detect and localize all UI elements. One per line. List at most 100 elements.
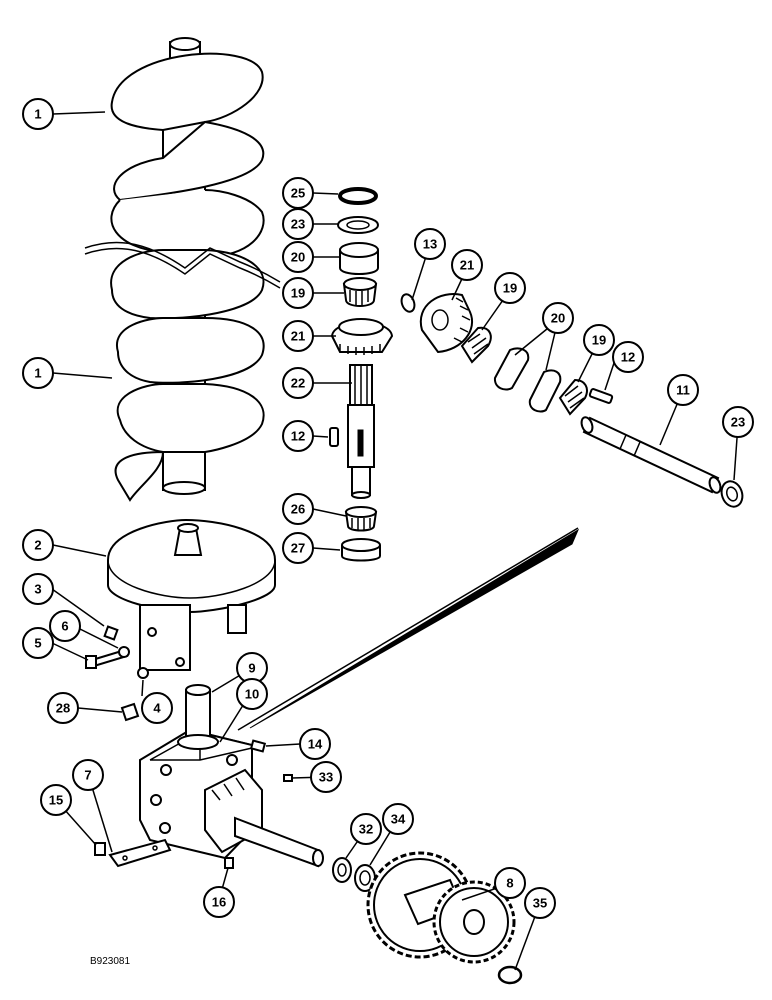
svg-text:1: 1	[34, 366, 41, 381]
cover-tab	[227, 604, 247, 634]
pin-33	[283, 774, 293, 782]
vertical-shaft-stack	[329, 187, 394, 562]
svg-text:21: 21	[460, 258, 474, 273]
callout-20: 20	[542, 302, 574, 334]
gearbox-output-shaft	[234, 816, 319, 868]
svg-text:6: 6	[61, 619, 68, 634]
drawing-code-label: B923081	[90, 956, 131, 967]
svg-text:23: 23	[291, 217, 305, 232]
svg-text:16: 16	[212, 895, 226, 910]
auger-part	[84, 37, 281, 502]
auger-top-hub-end	[169, 37, 201, 51]
svg-text:10: 10	[245, 687, 259, 702]
bolt-3	[103, 625, 119, 641]
shaft-11	[582, 416, 720, 494]
lockwasher-6	[118, 646, 130, 658]
seal-23	[337, 216, 379, 234]
key-12-horizontal	[588, 388, 614, 404]
callout-19: 19	[282, 277, 314, 309]
callout-4: 4	[141, 692, 173, 724]
callout-19: 19	[583, 324, 615, 356]
auger-flight-7	[114, 450, 165, 502]
callout-3: 3	[22, 573, 54, 605]
callout-20: 20	[282, 241, 314, 273]
callout-6: 6	[49, 610, 81, 642]
key-12-vertical	[329, 427, 339, 447]
svg-text:5: 5	[34, 636, 41, 651]
callout-22: 22	[282, 367, 314, 399]
callout-28: 28	[47, 692, 79, 724]
svg-text:34: 34	[391, 812, 406, 827]
bearing-cone-19-right	[558, 378, 588, 416]
auger-flight-1	[110, 52, 264, 132]
svg-text:12: 12	[621, 350, 635, 365]
callout-33: 33	[310, 761, 342, 793]
gearbox-part	[94, 527, 580, 869]
svg-text:32: 32	[359, 822, 373, 837]
callout-5: 5	[22, 627, 54, 659]
svg-text:35: 35	[533, 896, 547, 911]
bracket-7	[108, 838, 172, 868]
callout-16: 16	[203, 886, 235, 918]
callouts: 1 1 2 3 4 5 6 7 8 9 10 11 12 12 13 14 15…	[22, 98, 754, 919]
svg-text:33: 33	[319, 770, 333, 785]
bevel-gear-21-horizontal	[419, 293, 473, 354]
horizontal-shaft-stack	[400, 293, 744, 508]
svg-text:15: 15	[49, 793, 63, 808]
svg-text:21: 21	[291, 329, 305, 344]
snap-ring-35	[497, 965, 523, 985]
auger-break-line	[84, 241, 281, 283]
callout-13: 13	[414, 228, 446, 260]
nut-4	[137, 667, 149, 679]
auger-flight-2	[113, 120, 265, 202]
callout-2: 2	[22, 529, 54, 561]
washer-32	[332, 857, 352, 883]
callout-25: 25	[282, 177, 314, 209]
auger-flight-3	[110, 189, 265, 258]
svg-text:20: 20	[551, 311, 565, 326]
snap-ring-25	[338, 187, 378, 205]
callout-8: 8	[494, 867, 526, 899]
plug-14	[249, 739, 267, 753]
callout-23: 23	[282, 208, 314, 240]
callout-21: 21	[451, 249, 483, 281]
svg-text:12: 12	[291, 429, 305, 444]
callout-1: 1	[22, 357, 54, 389]
fitting-16	[224, 857, 234, 869]
callout-12: 12	[282, 420, 314, 452]
auger-flight-4	[110, 249, 265, 320]
fasteners	[85, 625, 149, 679]
svg-text:19: 19	[503, 281, 517, 296]
sprocket-assembly	[332, 851, 523, 985]
svg-text:25: 25	[291, 186, 305, 201]
callout-26: 26	[282, 493, 314, 525]
bearing-cup-20b	[528, 369, 562, 413]
svg-text:19: 19	[592, 333, 606, 348]
svg-text:13: 13	[423, 237, 437, 252]
svg-text:2: 2	[34, 538, 41, 553]
svg-text:7: 7	[84, 768, 91, 783]
svg-text:20: 20	[291, 250, 305, 265]
callout-34: 34	[382, 803, 414, 835]
callout-23: 23	[722, 406, 754, 438]
callout-21: 21	[282, 320, 314, 352]
callout-32: 32	[350, 813, 382, 845]
svg-text:28: 28	[56, 701, 70, 716]
callout-27: 27	[282, 532, 314, 564]
callout-1: 1	[22, 98, 54, 130]
svg-text:3: 3	[34, 582, 41, 597]
housing-cover-part	[107, 518, 276, 671]
callout-11: 11	[667, 374, 699, 406]
svg-text:1: 1	[34, 107, 41, 122]
callout-12: 12	[612, 341, 644, 373]
plug-28	[120, 702, 140, 722]
callout-19: 19	[494, 272, 526, 304]
svg-text:27: 27	[291, 541, 305, 556]
auger-shaft-end	[162, 481, 206, 495]
callout-10: 10	[236, 678, 268, 710]
callout-35: 35	[524, 887, 556, 919]
callout-7: 7	[72, 759, 104, 791]
svg-text:9: 9	[248, 661, 255, 676]
